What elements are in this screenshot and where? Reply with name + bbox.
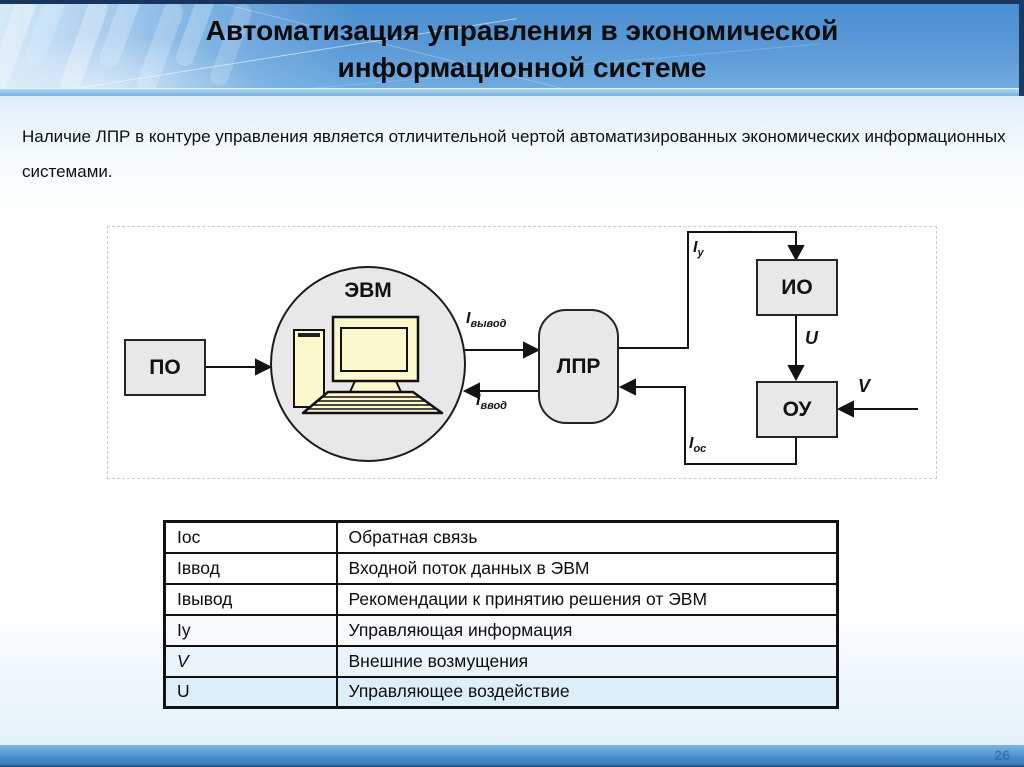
legend-description: Обратная связь: [335, 520, 839, 554]
legend-term: Iос: [163, 520, 338, 554]
node-ou-label: ОУ: [782, 397, 812, 421]
diagram-canvas: [206, 231, 918, 465]
header-top-border: [0, 0, 1024, 4]
legend-row: Iввод Входной поток данных в ЭВМ: [163, 551, 839, 585]
deco-bar: [0, 4, 40, 88]
computer-screen: [340, 327, 408, 372]
flow-label-iu: Iу: [693, 239, 704, 260]
legend-row: U Управляющее воздействие: [163, 675, 839, 709]
node-io-label: ИО: [781, 275, 813, 299]
flow-label-ios: Iос: [689, 435, 707, 456]
line-ios-ou-to-lpr: [618, 378, 797, 465]
legend-description: Внешние возмущения: [335, 644, 839, 678]
node-io: ИО: [756, 259, 838, 316]
legend-description: Управляющая информация: [335, 613, 839, 647]
arrow-po-to-evm: [206, 358, 273, 376]
legend-term: V: [163, 644, 338, 678]
legend-row: Iу Управляющая информация: [163, 613, 839, 647]
legend-row: Iвывод Рекомендации к принятию решения о…: [163, 582, 839, 616]
flow-label-u: U: [805, 328, 818, 348]
slide-title: Автоматизация управления в экономической…: [205, 15, 839, 83]
computer-keyboard-keys: [308, 396, 436, 410]
legend-description: Управляющее воздействие: [335, 675, 839, 709]
legend-term: U: [163, 675, 338, 709]
legend-row: Iос Обратная связь: [163, 520, 839, 554]
legend-description: Рекомендации к принятию решения от ЭВМ: [335, 582, 839, 616]
header-band: Автоматизация управления в экономической…: [0, 4, 1024, 88]
flow-label-ivyvod: Iвывод: [466, 310, 507, 331]
header-bottom-strip: [0, 88, 1024, 96]
legend-term: Iу: [163, 613, 338, 647]
legend-term: Iвывод: [163, 582, 338, 616]
deco-bar: [22, 4, 74, 70]
node-ou: ОУ: [756, 381, 838, 438]
node-lpr-label: ЛПР: [556, 354, 601, 378]
legend-row: V Внешние возмущения: [163, 644, 839, 678]
legend-description: Входной поток данных в ЭВМ: [335, 551, 839, 585]
arrow-v-to-ou: [836, 400, 918, 418]
header-right-border: [1019, 0, 1024, 96]
arrow-ivvod-lpr-to-evm: [462, 382, 538, 400]
flow-label-ivvod: Iввод: [476, 392, 507, 413]
control-loop-diagram: ПО ЛПР ИО ОУ ЭВМ Iвывод Iввод Iу Iос U V: [107, 226, 937, 479]
intro-paragraph: Наличие ЛПР в контуре управления являетс…: [22, 127, 1006, 181]
legend-table: Iос Обратная связь Iввод Входной поток д…: [163, 520, 839, 709]
node-evm-label: ЭВМ: [344, 279, 392, 302]
deco-bar: [57, 4, 111, 88]
node-po-label: ПО: [149, 355, 181, 379]
computer-tower-slot: [298, 333, 320, 337]
node-po: ПО: [124, 339, 206, 396]
deco-bar: [96, 4, 148, 71]
flow-label-v: V: [858, 376, 871, 396]
computer-monitor-stand: [348, 380, 403, 393]
node-lpr: ЛПР: [538, 309, 619, 424]
arrow-ivyvod-evm-to-lpr: [465, 341, 541, 359]
arrow-u-io-to-ou: [787, 316, 805, 382]
legend-term: Iввод: [163, 551, 338, 585]
line-iu-lpr-to-io: [619, 231, 805, 349]
slide-footer: 26: [0, 745, 1024, 767]
slide-header: Автоматизация управления в экономической…: [0, 0, 1024, 96]
page-number: 26: [994, 747, 1010, 763]
computer-icon: [293, 315, 444, 415]
computer-tower: [293, 329, 325, 408]
